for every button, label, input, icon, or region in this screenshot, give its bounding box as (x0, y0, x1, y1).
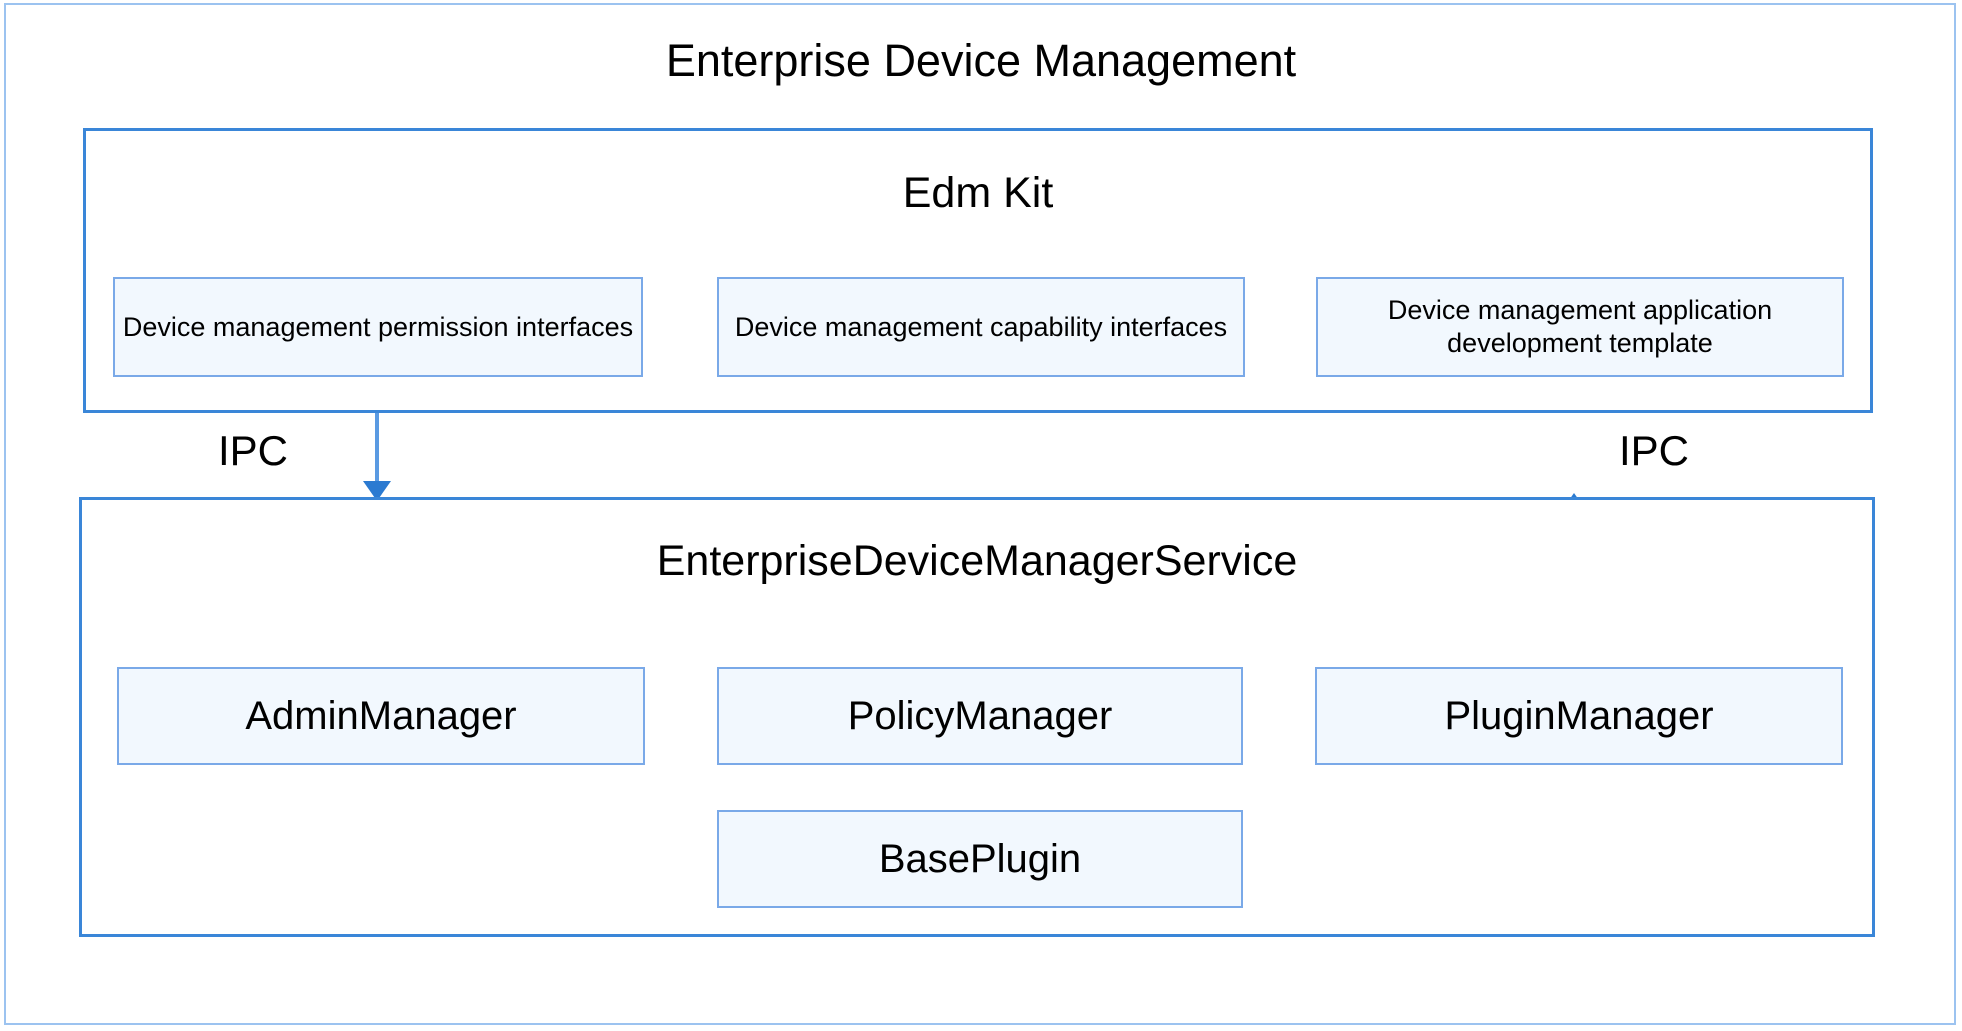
page-title: Enterprise Device Management (665, 35, 1297, 86)
service-item-label: PolicyManager (847, 694, 1113, 738)
edm-kit-item-development-template[interactable]: Device management application developmen… (1316, 277, 1844, 377)
ipc-label-left: IPC (218, 427, 289, 474)
arrow-down-icon (363, 481, 391, 501)
service-title: EnterpriseDeviceManagerService (656, 537, 1298, 585)
edm-kit-item-label: Device management capability interfaces (734, 311, 1228, 342)
edm-kit-item-label: Device management application developmen… (1387, 295, 1773, 358)
service-item-label: AdminManager (245, 694, 517, 738)
ipc-connector-down-line (375, 413, 379, 485)
edm-kit-item-capability-interfaces[interactable]: Device management capability interfaces (717, 277, 1245, 377)
ipc-label-right: IPC (1619, 427, 1690, 474)
service-section: EnterpriseDeviceManagerService AdminMana… (79, 497, 1875, 937)
service-item-policy-manager[interactable]: PolicyManager (717, 667, 1243, 765)
service-item-label: BasePlugin (878, 837, 1082, 881)
edm-kit-item-label: Device management permission interfaces (122, 311, 634, 342)
edm-kit-title: Edm Kit (902, 169, 1054, 217)
service-item-label: PluginManager (1444, 694, 1714, 738)
edm-kit-item-permission-interfaces[interactable]: Device management permission interfaces (113, 277, 643, 377)
service-item-admin-manager[interactable]: AdminManager (117, 667, 645, 765)
service-item-base-plugin[interactable]: BasePlugin (717, 810, 1243, 908)
service-item-plugin-manager[interactable]: PluginManager (1315, 667, 1843, 765)
edm-kit-section: Edm Kit Device management permission int… (83, 128, 1873, 413)
